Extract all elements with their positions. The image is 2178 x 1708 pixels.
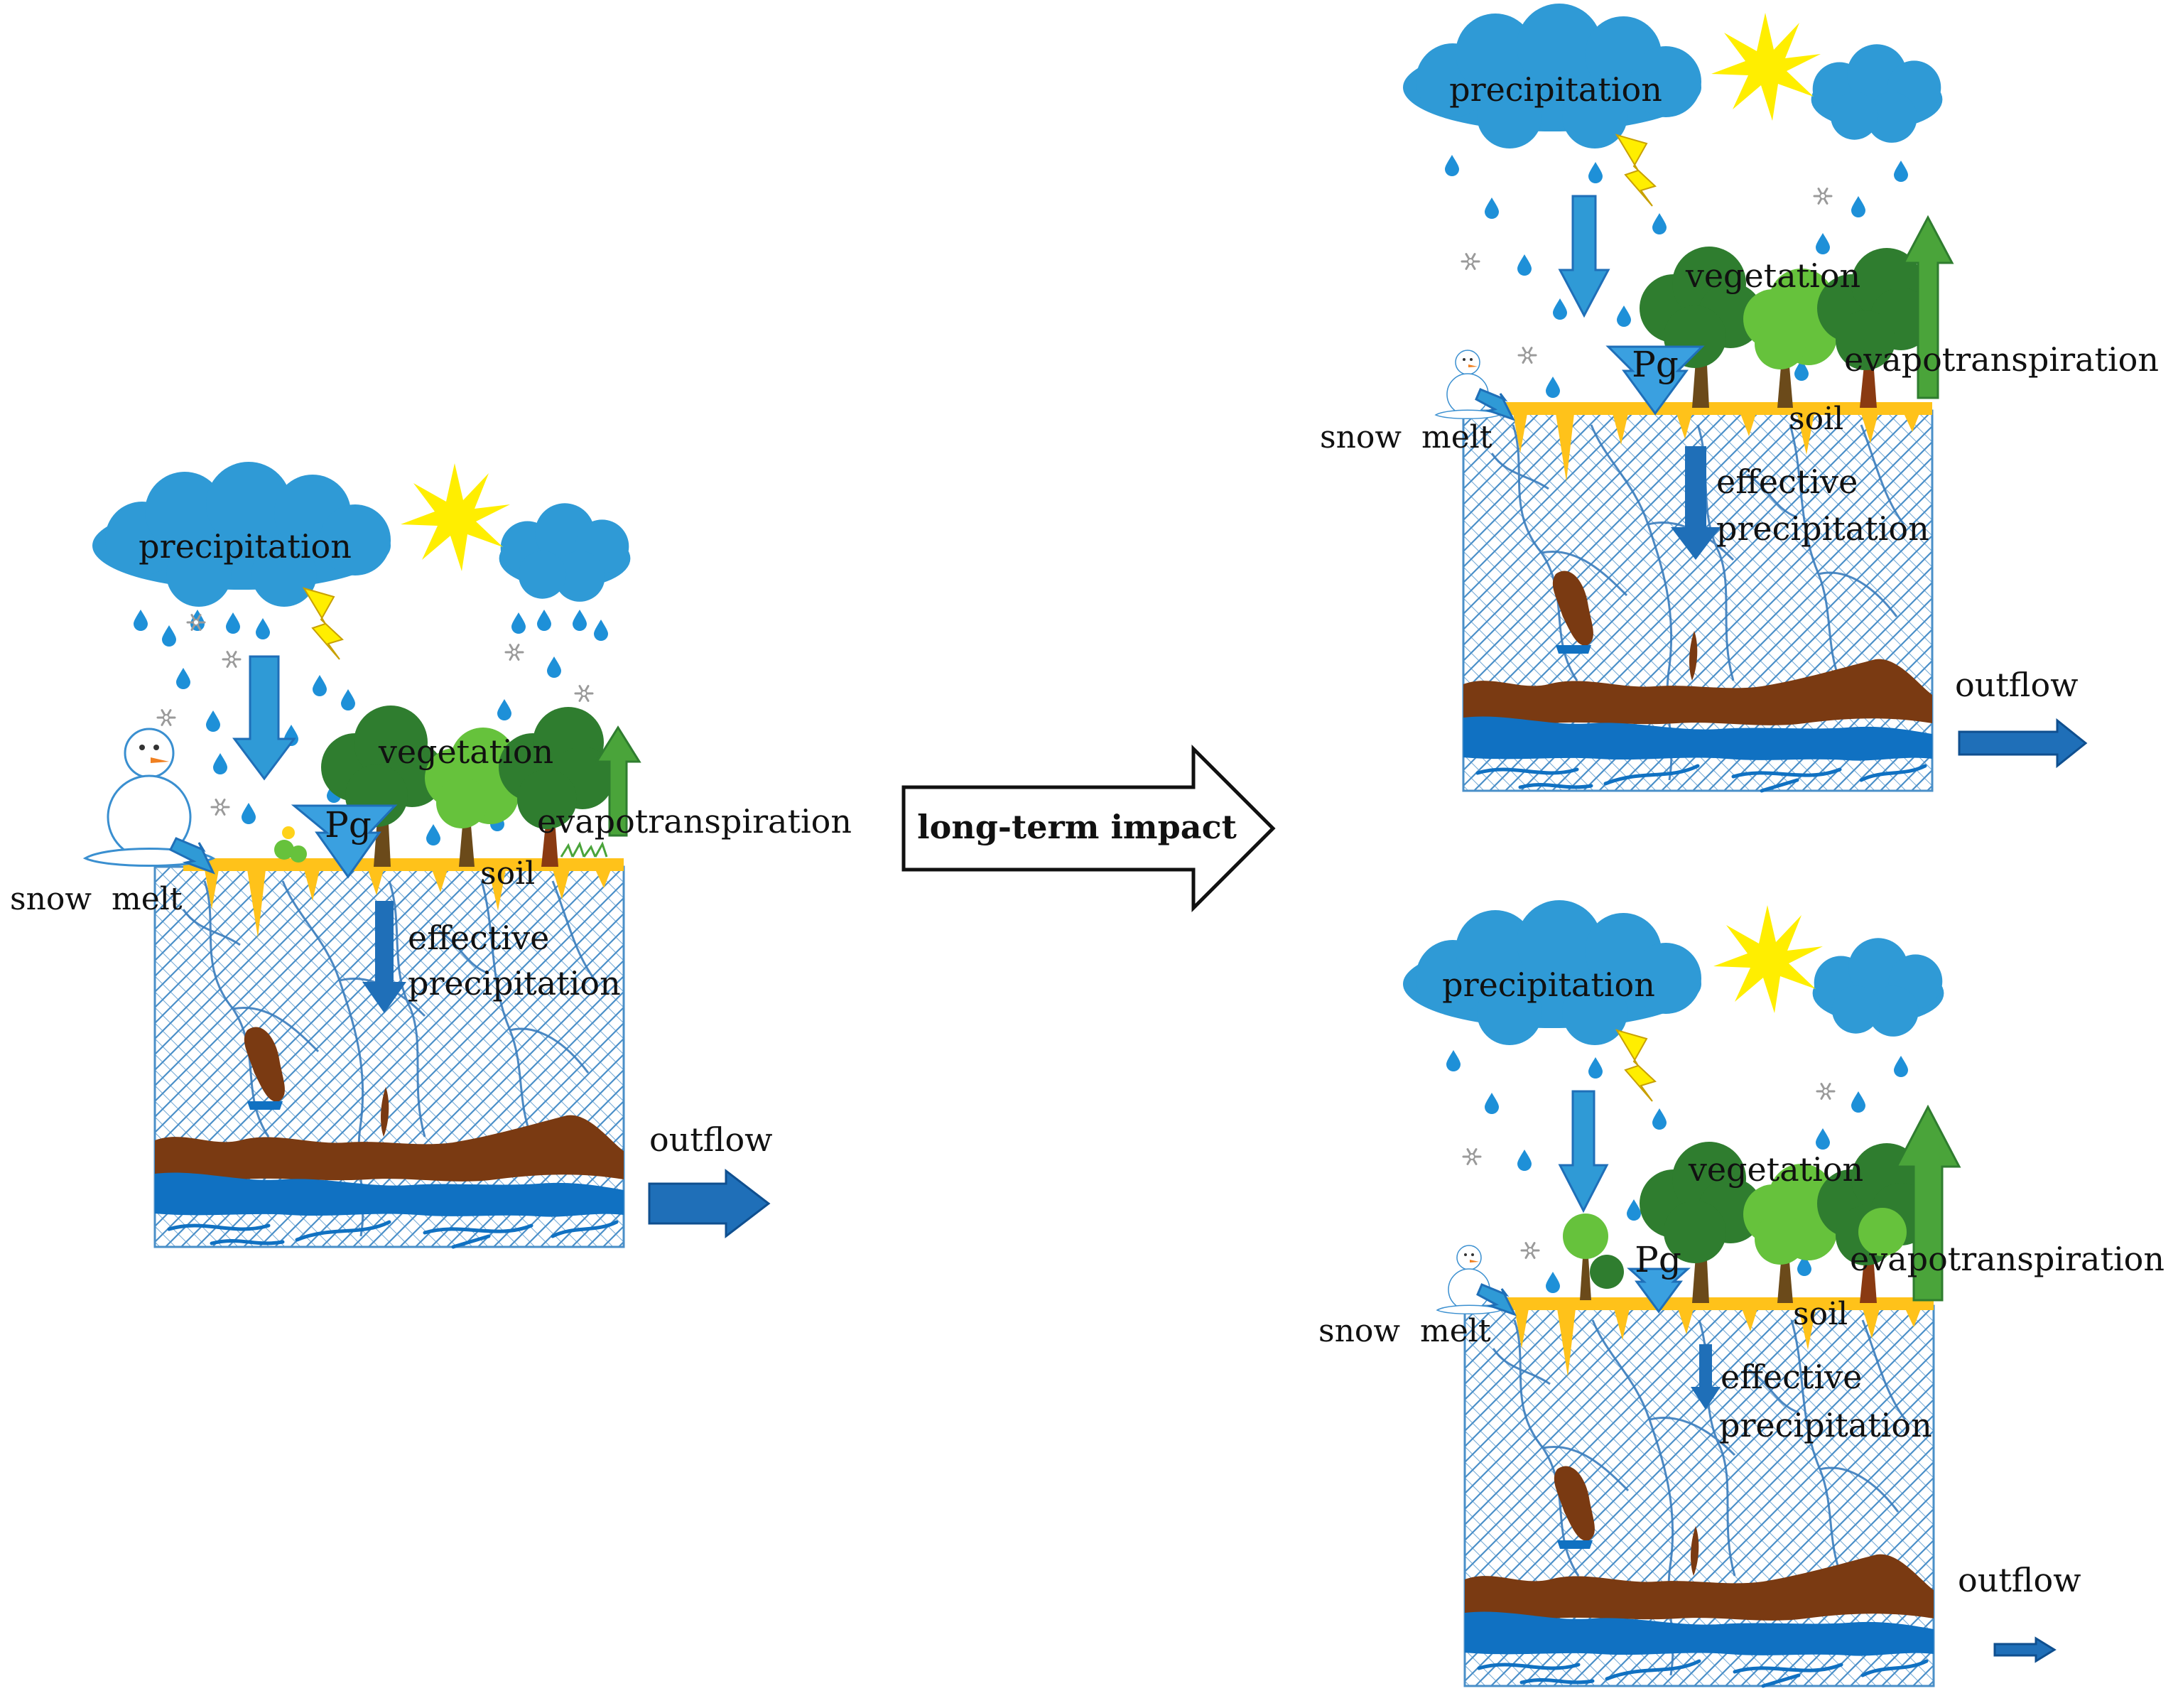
scene-top-right: precipitation vegetation Pg evapotranspi… <box>1320 4 2159 791</box>
evapotranspiration-label: evapotranspiration <box>537 802 852 841</box>
snow-melt-arrow <box>1476 1283 1517 1317</box>
effective-precipitation-arrow <box>1671 446 1721 560</box>
outflow-arrow <box>1993 1636 2057 1663</box>
sun-icon <box>1713 905 1823 1013</box>
pg-label: Pg <box>1632 344 1679 385</box>
effective-precipitation-label: precipitation <box>408 964 621 1002</box>
pg-arrow <box>1605 345 1705 416</box>
outflow-arrow <box>648 1168 771 1239</box>
outflow-label: outflow <box>649 1120 773 1159</box>
outflow-label: outflow <box>1955 666 2079 704</box>
scene-left: precipitation vegetation Pg evapotranspi… <box>10 462 852 1247</box>
effective-label: effective <box>408 919 549 957</box>
effective-label: effective <box>1721 1358 1862 1396</box>
precipitation-label: precipitation <box>1449 70 1662 109</box>
cloud-icon <box>1812 938 1944 1037</box>
soil-label: soil <box>1793 1296 1848 1332</box>
effective-precipitation-label: precipitation <box>1719 1406 1932 1444</box>
pg-arrow <box>291 804 398 879</box>
precipitation-arrow <box>232 655 296 781</box>
pg-arrow <box>1627 1268 1691 1314</box>
evapotranspiration-arrow <box>1902 215 1954 399</box>
evapotranspiration-label: evapotranspiration <box>1844 340 2159 379</box>
sun-icon <box>1711 13 1821 121</box>
precipitation-label: precipitation <box>1442 966 1655 1004</box>
precipitation-arrow <box>1558 1090 1609 1214</box>
tree-icon <box>1563 1208 1907 1300</box>
vegetation-label: vegetation <box>1685 256 1860 295</box>
snowman-icon <box>1436 1245 1502 1314</box>
evapotranspiration-label: evapotranspiration <box>1850 1240 2165 1278</box>
snowman-icon <box>1435 350 1500 419</box>
cloud-icon <box>499 503 631 602</box>
soil-label: soil <box>1789 401 1843 437</box>
effective-precipitation-arrow <box>1691 1344 1721 1410</box>
evapotranspiration-arrow <box>1895 1104 1961 1302</box>
precipitation-label: precipitation <box>139 527 352 566</box>
pg-label: Pg <box>1635 1239 1681 1280</box>
effective-precipitation-arrow <box>362 901 406 1013</box>
outflow-label: outflow <box>1958 1561 2081 1599</box>
plant-icon <box>274 826 608 863</box>
precipitation-arrow <box>1558 195 1610 318</box>
scene-bottom-right: precipitation vegetation Pg evapotranspi… <box>1318 900 2165 1686</box>
lightning-icon <box>1615 134 1657 207</box>
sun-icon <box>401 463 510 571</box>
soil-label: soil <box>480 855 535 892</box>
long-term-impact-label: long-term impact <box>917 808 1237 846</box>
vegetation-label: vegetation <box>1688 1150 1863 1189</box>
vegetation-label: vegetation <box>378 733 553 771</box>
effective-precipitation-label: precipitation <box>1716 509 1929 548</box>
snow-melt-label: snow melt <box>10 881 183 917</box>
long-term-impact-arrow: long-term impact <box>901 744 1276 913</box>
effective-label: effective <box>1716 463 1858 501</box>
evapotranspiration-arrow <box>595 725 641 837</box>
lightning-icon <box>302 587 344 660</box>
cloud-icon <box>1811 44 1943 143</box>
lightning-icon <box>1615 1029 1657 1102</box>
snow-melt-label: snow melt <box>1320 419 1492 455</box>
snow-melt-arrow <box>1475 388 1516 421</box>
snow-melt-arrow <box>168 837 215 875</box>
snow-melt-label: snow melt <box>1318 1313 1491 1349</box>
pg-label: Pg <box>325 804 372 845</box>
outflow-arrow <box>1958 718 2088 769</box>
